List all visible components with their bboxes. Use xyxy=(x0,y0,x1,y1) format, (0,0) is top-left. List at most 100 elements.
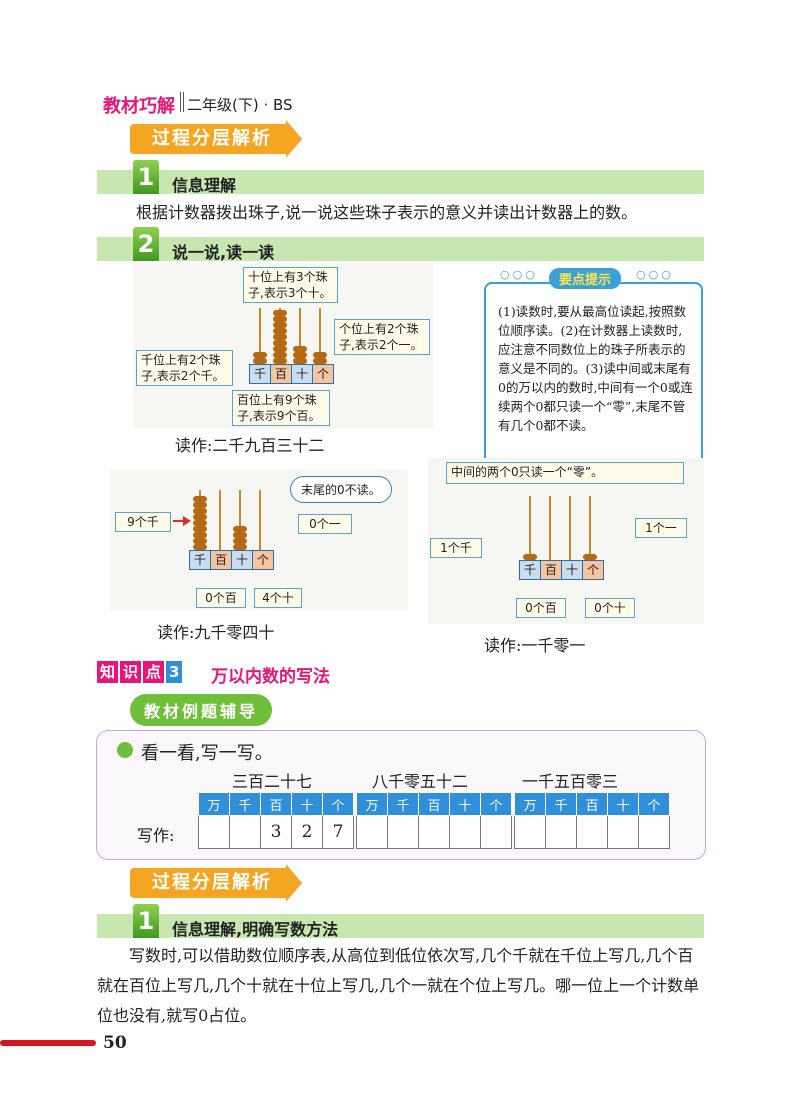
bead xyxy=(313,358,327,364)
step-bar xyxy=(97,914,704,938)
callout-hundred: 0个百 xyxy=(516,598,566,618)
step-title: 信息理解,明确写数方法 xyxy=(172,920,339,939)
callout-thousand: 1个千 xyxy=(430,538,482,558)
digit-cell[interactable] xyxy=(576,815,608,849)
write-label: 写作: xyxy=(137,826,175,845)
bead xyxy=(273,334,287,340)
callout-one: 0个一 xyxy=(298,514,352,534)
arrow-icon xyxy=(173,516,191,526)
callout-one: 1个一 xyxy=(635,518,687,538)
place-value-labels: 千 百 十 个 xyxy=(519,560,604,580)
bead xyxy=(193,502,207,508)
step-number: 1 xyxy=(133,904,159,938)
bead xyxy=(193,508,207,514)
bead xyxy=(233,532,247,538)
bead xyxy=(253,352,267,358)
dots-decoration: ○○○ xyxy=(636,268,674,281)
bead xyxy=(293,346,307,352)
abacus-rod xyxy=(239,490,241,550)
header-separator xyxy=(180,92,184,112)
reading-text: 读作:二千九百三十二 xyxy=(175,436,325,455)
digit-cell[interactable]: 3 xyxy=(260,815,292,849)
callout-hundred: 百位上有9个珠子,表示9个百。 xyxy=(232,390,330,426)
reading-text: 读作:一千零一 xyxy=(484,636,586,655)
reading-text: 读作:九千零四十 xyxy=(157,623,275,642)
abacus-rod xyxy=(219,490,221,550)
bead xyxy=(273,322,287,328)
bead xyxy=(273,352,287,358)
book-grade: 二年级(下) · BS xyxy=(187,96,293,114)
abacus-rod xyxy=(259,490,261,550)
digit-cell[interactable] xyxy=(387,815,419,849)
bead xyxy=(233,538,247,544)
bead xyxy=(193,520,207,526)
bead xyxy=(193,514,207,520)
section-banner: 过程分层解析 xyxy=(130,868,286,898)
bead xyxy=(193,532,207,538)
page-accent-line xyxy=(0,1040,96,1046)
bead xyxy=(193,526,207,532)
abacus-rod xyxy=(299,308,301,364)
bead xyxy=(583,554,597,560)
step-number: 2 xyxy=(133,227,159,261)
step-text: 根据计数器拨出珠子,说一说这些珠子表示的意义并读出计数器上的数。 xyxy=(136,203,638,222)
digit-cell[interactable]: 2 xyxy=(291,815,323,849)
abacus-rod xyxy=(529,496,531,560)
step-number: 1 xyxy=(133,160,159,194)
example-title: 看一看,写一写。 xyxy=(141,743,273,764)
bead xyxy=(293,352,307,358)
section-pill: 教材例题辅导 xyxy=(130,694,273,726)
digit-grid: 万千百十个 xyxy=(356,792,512,849)
digit-cell[interactable] xyxy=(607,815,639,849)
abacus-rod xyxy=(319,308,321,364)
dots-decoration: ○○○ xyxy=(500,268,538,281)
digit-cell[interactable] xyxy=(418,815,450,849)
note-callout: 中间的两个0只读一个“零”。 xyxy=(446,462,684,484)
step-text: 写数时,可以借助数位顺序表,从高位到低位依次写,几个千就在千位上写几,几个百就在… xyxy=(97,946,700,1025)
callout-one: 个位上有2个珠子,表示2个一。 xyxy=(334,319,430,355)
digit-cell[interactable] xyxy=(545,815,577,849)
tip-box: (1)读数时,要从最高位读起,按照数位顺序读。(2)在计数器上读数时,应注意不同… xyxy=(484,282,703,474)
digit-cell[interactable] xyxy=(229,815,261,849)
abacus-rod xyxy=(589,496,591,560)
bead xyxy=(273,346,287,352)
digit-cell[interactable] xyxy=(449,815,481,849)
abacus-rod xyxy=(549,496,551,560)
number-words: 一千五百零三 xyxy=(522,772,619,791)
callout-thousand: 千位上有2个珠子,表示2个千。 xyxy=(136,350,233,386)
digit-cell[interactable] xyxy=(356,815,388,849)
bead xyxy=(273,340,287,346)
bead xyxy=(233,544,247,550)
tip-title: 要点提示 xyxy=(549,268,622,289)
page-number: 50 xyxy=(103,1033,127,1053)
step-title: 信息理解 xyxy=(172,176,237,195)
digit-cell[interactable] xyxy=(514,815,546,849)
knowledge-tag: 知 识 点 3 xyxy=(97,661,183,683)
number-words: 八千零五十二 xyxy=(372,772,469,791)
bead xyxy=(273,316,287,322)
callout-hundred: 0个百 xyxy=(196,588,246,608)
place-value-labels: 千 百 十 个 xyxy=(189,550,274,570)
bead xyxy=(523,554,537,560)
digit-cell[interactable]: 7 xyxy=(322,815,354,849)
bead xyxy=(193,496,207,502)
digit-grid: 万千百十个 xyxy=(514,792,670,849)
callout-ten: 4个十 xyxy=(254,588,302,608)
abacus-rod xyxy=(569,496,571,560)
bullet-icon xyxy=(117,742,133,758)
digit-cell[interactable] xyxy=(480,815,512,849)
banner-arrow-icon xyxy=(286,864,302,902)
banner-arrow-icon xyxy=(286,120,302,158)
abacus-rod xyxy=(259,308,261,364)
callout-thousand: 9个千 xyxy=(115,512,171,532)
digit-cell[interactable] xyxy=(198,815,230,849)
bead xyxy=(253,358,267,364)
place-value-labels: 千 百 十 个 xyxy=(249,364,334,384)
digit-cell[interactable] xyxy=(638,815,670,849)
bead xyxy=(193,538,207,544)
section-banner: 过程分层解析 xyxy=(130,124,286,154)
bead xyxy=(293,358,307,364)
knowledge-title: 万以内数的写法 xyxy=(211,667,330,687)
step-bar xyxy=(97,237,704,261)
